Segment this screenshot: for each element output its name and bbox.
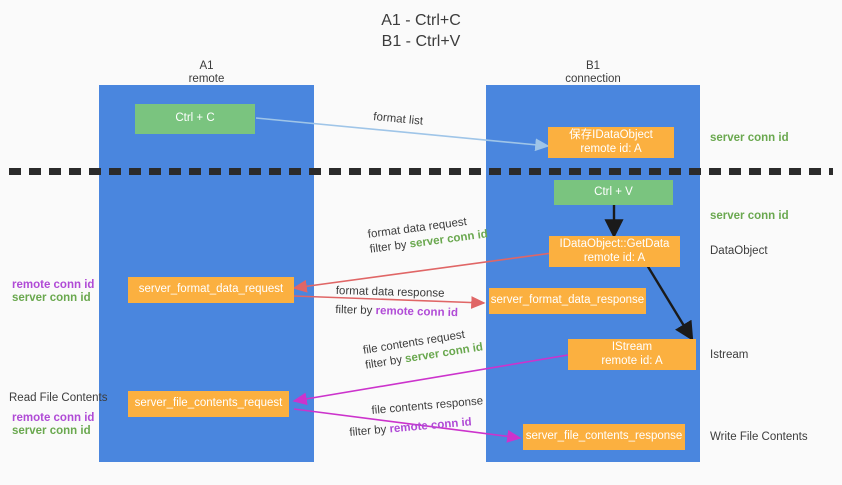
annot-format-server-conn-id: server conn id xyxy=(12,292,91,304)
annot-server-conn-id-second: server conn id xyxy=(710,210,789,222)
node-server-format-data-request-label: server_format_data_request xyxy=(138,283,284,296)
edge-label-format-data-response-line2: filter by remote conn id xyxy=(335,303,458,321)
title-line-1: A1 - Ctrl+C xyxy=(381,12,461,29)
node-ctrl-v[interactable]: Ctrl + V xyxy=(554,180,673,205)
filter-prefix: filter by xyxy=(369,238,411,256)
lane-a1-sub: remote xyxy=(188,73,225,85)
node-server-file-contents-response[interactable]: server_file_contents_response xyxy=(523,424,685,450)
edge-label-format-data-response: format data response filter by remote co… xyxy=(335,284,459,321)
edge-label-file-contents-response: file contents response filter by remote … xyxy=(349,394,485,439)
node-save-idataobject[interactable]: 保存IDataObject remote id: A xyxy=(548,127,674,158)
filter-value: remote conn id xyxy=(375,305,459,320)
annot-istream: Istream xyxy=(710,349,749,361)
node-server-format-data-response[interactable]: server_format_data_response xyxy=(489,288,646,314)
node-ctrl-c-label: Ctrl + C xyxy=(175,112,215,125)
annot-write-file-contents: Write File Contents xyxy=(710,431,808,443)
edge-label-format-data-response-line1: format data response xyxy=(335,284,445,300)
annot-server-conn-id-top: server conn id xyxy=(710,132,789,144)
lane-a1-name: A1 xyxy=(199,60,214,72)
edge-label-format-data-request: format data request filter by server con… xyxy=(367,212,489,257)
node-ctrl-c[interactable]: Ctrl + C xyxy=(135,104,255,134)
annot-dataobject: DataObject xyxy=(710,245,768,257)
node-save-idataobject-line2: remote id: A xyxy=(580,142,642,155)
filter-prefix: filter by xyxy=(335,303,376,318)
node-server-file-contents-response-label: server_file_contents_response xyxy=(525,430,683,443)
filter-prefix: filter by xyxy=(348,423,391,439)
lane-b1-name: B1 xyxy=(585,60,601,72)
node-save-idataobject-line1: 保存IDataObject xyxy=(569,129,653,141)
annot-format-remote-conn-id: remote conn id xyxy=(12,279,95,291)
edge-label-format-list: format list xyxy=(373,110,424,130)
node-getdata-line1: IDataObject::GetData xyxy=(559,238,670,250)
edge-label-file-contents-request: file contents request filter by server c… xyxy=(362,325,484,373)
node-server-file-contents-request[interactable]: server_file_contents_request xyxy=(128,391,289,417)
node-istream-line1: IStream xyxy=(611,341,653,353)
lane-b1-sub: connection xyxy=(565,73,621,85)
node-getdata-line2: remote id: A xyxy=(583,251,646,264)
title-line-2: B1 - Ctrl+V xyxy=(381,33,461,50)
node-istream-line2: remote id: A xyxy=(601,354,663,367)
phase-divider-dashed-line xyxy=(9,168,833,175)
node-getdata[interactable]: IDataObject::GetData remote id: A xyxy=(549,236,680,267)
annot-file-server-conn-id: server conn id xyxy=(12,425,91,437)
node-server-format-data-request[interactable]: server_format_data_request xyxy=(128,277,294,303)
node-server-format-data-response-label: server_format_data_response xyxy=(490,294,645,307)
node-istream[interactable]: IStream remote id: A xyxy=(568,339,696,370)
edge-label-file-contents-response-line2: filter by remote conn id xyxy=(349,414,486,441)
filter-value: remote conn id xyxy=(389,416,473,436)
annot-read-file-contents: Read File Contents xyxy=(9,392,108,404)
edge-label-format-list-text: format list xyxy=(372,110,424,128)
node-ctrl-v-label: Ctrl + V xyxy=(594,185,633,198)
node-server-file-contents-request-label: server_file_contents_request xyxy=(134,397,283,410)
diagram-title: A1 - Ctrl+C B1 - Ctrl+V xyxy=(0,10,842,52)
annot-file-remote-conn-id: remote conn id xyxy=(12,412,95,424)
